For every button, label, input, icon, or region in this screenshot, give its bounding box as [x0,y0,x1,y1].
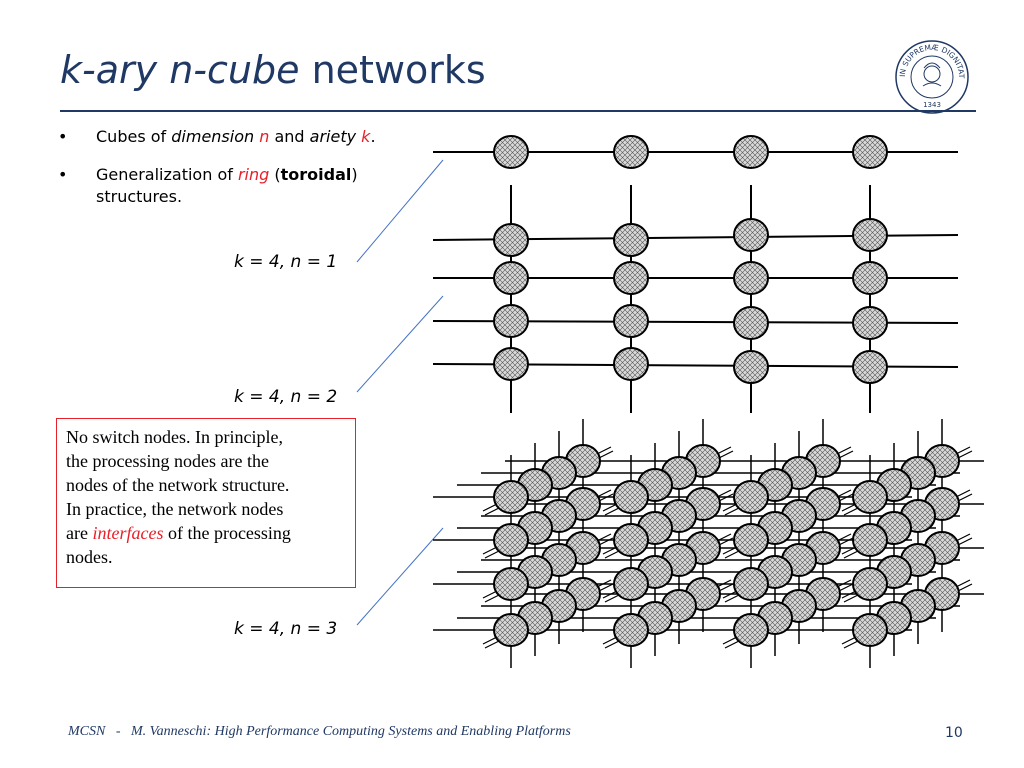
network-node [852,350,888,384]
network-diagram [356,135,984,668]
network-node [852,218,888,252]
note-box: No switch nodes. In principle, the proce… [56,418,356,588]
connector-line [356,159,444,263]
network-node [613,261,649,295]
bullet-generalization: Generalization of ring (toroidal) structu… [58,164,408,208]
note-text: of the processing [163,523,291,543]
note-line: nodes of the network structure. [66,475,290,495]
torus-n3 [433,419,984,668]
network-node [733,350,769,384]
network-node [733,613,769,647]
network-node [852,135,888,169]
network-node [493,347,529,381]
k-text: k [361,127,371,146]
connector-line [356,527,444,626]
text: structures. [96,187,183,206]
network-node [852,523,888,557]
label-n3: k = 4, n = 3 [234,619,338,639]
text: Cubes of [96,127,172,146]
ring-text: ring [237,165,270,184]
footer-dash: - [115,724,121,739]
footer: MCSN - M. Vanneschi: High Performance Co… [68,724,571,740]
network-node [613,223,649,257]
note-line: the processing nodes are the [66,451,269,471]
interfaces-text: interfaces [92,523,164,543]
note-line: No switch nodes. In principle, [66,427,283,447]
network-node [852,613,888,647]
text: ) [351,165,358,184]
label-n2: k = 4, n = 2 [234,387,338,407]
network-node [493,135,529,169]
network-node [613,135,649,169]
ring-n1 [433,135,958,169]
network-node [733,261,769,295]
network-node [493,261,529,295]
footer-author: M. Vanneschi: High Performance Computing… [131,724,571,739]
network-node [852,480,888,514]
ariety-text: ariety [309,127,357,146]
title-networks: networks [311,48,486,92]
title-rule [60,110,976,112]
text: ( [269,165,281,184]
network-node [733,306,769,340]
label-n1: k = 4, n = 1 [234,252,338,272]
network-node [613,347,649,381]
footer-mcsn: MCSN [68,724,106,739]
network-node [613,567,649,601]
network-node [613,480,649,514]
network-node [613,613,649,647]
university-seal-icon: IN SUPREMÆ DIGNITATIS 1343 [893,38,969,114]
text: . [370,127,376,146]
note-line: nodes. [66,547,113,567]
slide-title: k-ary n-cube networks [60,48,486,92]
network-node [733,523,769,557]
network-node [493,304,529,338]
network-node [733,135,769,169]
network-node [852,261,888,295]
dimension-text: dimension [171,127,255,146]
page-number: 10 [945,725,963,741]
torus-n2 [432,185,959,413]
connector-line [356,295,444,393]
network-node [613,304,649,338]
network-node [493,523,529,557]
network-node [493,567,529,601]
network-node [493,223,529,257]
text: Generalization of [96,165,238,184]
toroidal-text: toroidal [280,165,352,184]
title-n-cube: n-cube [169,48,300,92]
note-text: are [66,523,93,543]
text: and [269,127,310,146]
network-node [613,523,649,557]
note-line: In practice, the network nodes [66,499,284,519]
n-text: n [259,127,270,146]
network-node [493,480,529,514]
network-node [852,567,888,601]
network-node [733,480,769,514]
network-node [493,613,529,647]
seal-year: 1343 [923,101,941,109]
network-node [733,218,769,252]
network-node [852,306,888,340]
title-k-ary: k-ary [60,48,158,92]
bullet-dimension: Cubes of dimension n and ariety k. [58,126,408,148]
network-node [733,567,769,601]
bullet-list: Cubes of dimension n and ariety k. Gener… [58,126,408,224]
